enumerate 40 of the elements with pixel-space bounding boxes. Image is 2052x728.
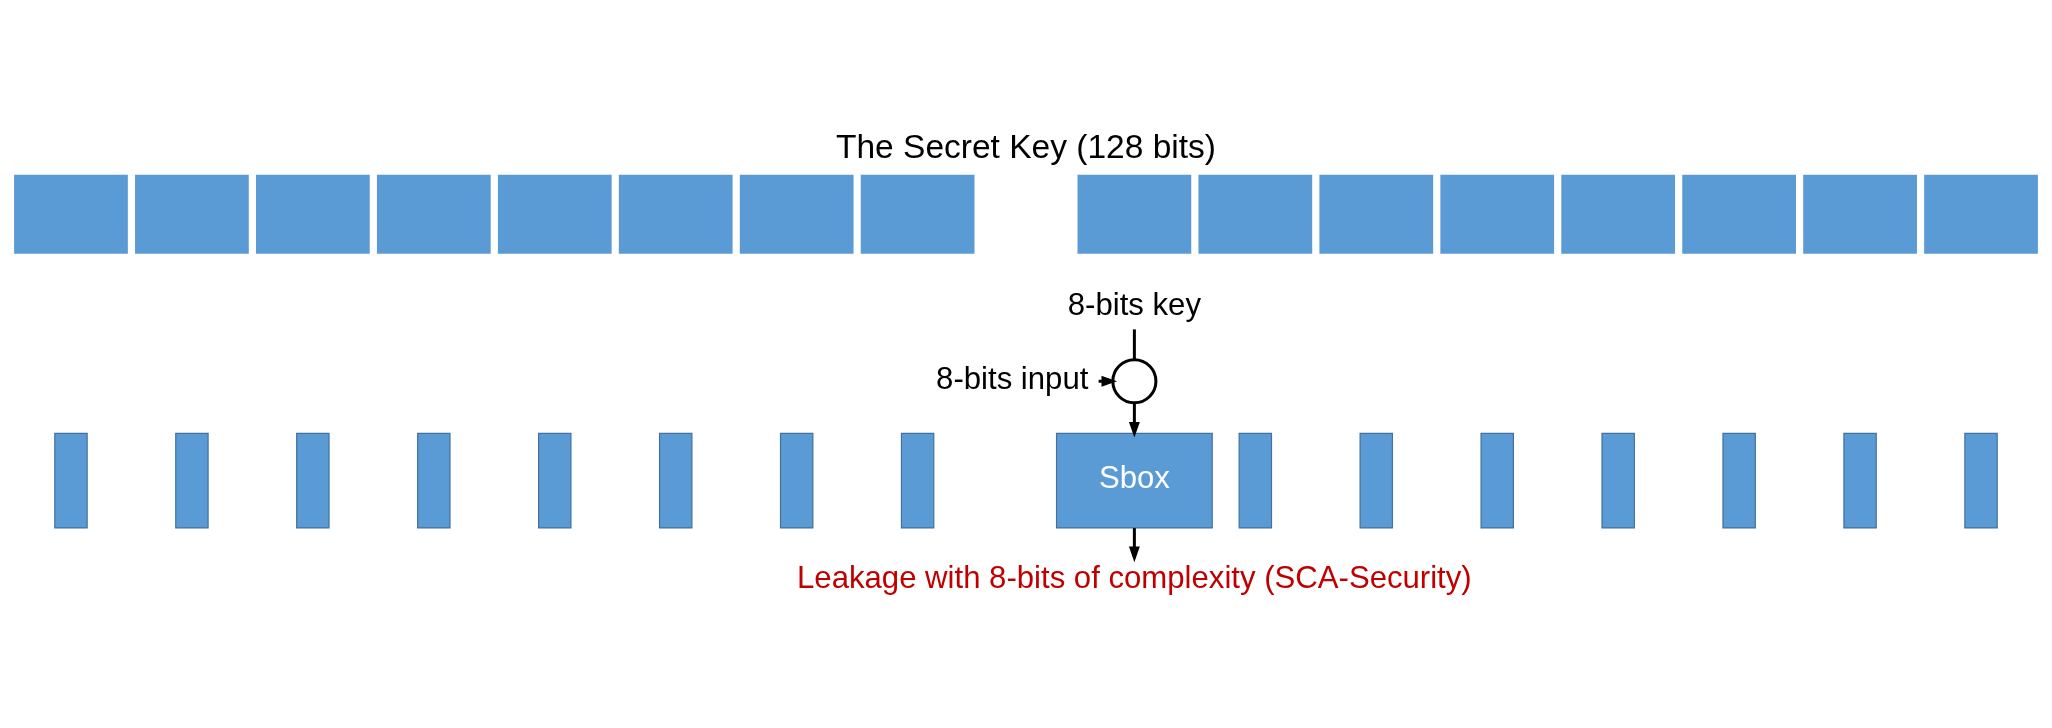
node-box — [253, 171, 373, 256]
node-box — [858, 171, 977, 256]
node-box — [1843, 432, 1877, 529]
node-box — [374, 171, 494, 256]
node-text: 8-bits input — [936, 360, 1089, 396]
connector — [1132, 328, 1136, 359]
node-box — [1437, 171, 1557, 256]
node-box — [1800, 171, 1920, 256]
node-box — [779, 432, 814, 529]
node-box — [495, 171, 615, 256]
node-box — [616, 171, 735, 256]
node-box — [658, 432, 693, 529]
node-box — [1317, 171, 1436, 256]
node-box — [1722, 432, 1756, 529]
arrow — [1128, 527, 1140, 562]
node-box — [1075, 171, 1194, 256]
node-box — [417, 432, 451, 529]
node-box — [1480, 432, 1514, 529]
node-box — [538, 432, 572, 529]
node-text: Leakage with 8-bits of complexity (SCA-Security) — [797, 559, 1472, 595]
node-box — [900, 432, 935, 529]
node-box — [1238, 432, 1273, 529]
node-box — [1196, 171, 1315, 256]
node-box — [54, 432, 88, 529]
node-box — [296, 432, 330, 529]
node-box: Sbox — [1055, 432, 1213, 529]
node-box — [1964, 432, 1998, 529]
diagram-title: The Secret Key (128 bits) — [835, 127, 1217, 165]
node-box — [1921, 171, 2041, 256]
node-circle — [1111, 357, 1158, 404]
node-box — [1601, 432, 1635, 529]
node-text: 8-bits key — [1067, 286, 1201, 322]
node-box — [1359, 432, 1394, 529]
node-box — [132, 171, 252, 256]
node-box — [11, 171, 131, 256]
arrow — [1128, 402, 1140, 437]
node-box — [737, 171, 856, 256]
node-box — [1679, 171, 1799, 256]
node-box — [175, 432, 209, 529]
node-box — [1558, 171, 1678, 256]
